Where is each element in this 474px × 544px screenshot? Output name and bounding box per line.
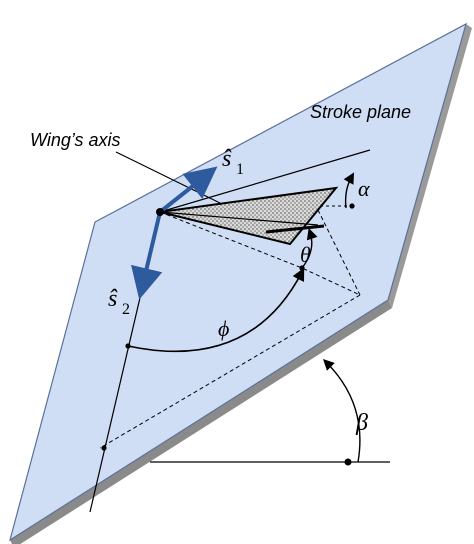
svg-text:1: 1 [236, 161, 244, 178]
beta-arc [323, 359, 361, 463]
theta-arc [301, 228, 318, 269]
stroke-plane-edge-shadow [10, 300, 392, 544]
wing-trailing-thick [265, 224, 325, 234]
s1-vector-arrow [158, 166, 218, 214]
dashed-construction-vertical [317, 209, 361, 296]
svg-text:ŝ: ŝ [108, 286, 118, 312]
s1-label: ŝ 1 [222, 146, 244, 178]
wing-long-axis [159, 149, 371, 213]
theta-label: θ [300, 242, 311, 267]
beta-vertex-dot [344, 458, 352, 466]
dashed-construction-upper [159, 211, 361, 296]
phi-label: ϕ [218, 316, 229, 341]
stroke-plane-edge-shadow-right [388, 24, 472, 308]
alpha-arc [343, 172, 355, 209]
wings-axis-label: Wing’s axis [30, 130, 121, 150]
s2-vector-arrow [131, 211, 163, 300]
phi-arc [127, 267, 305, 353]
svg-text:ŝ: ŝ [222, 146, 232, 172]
wing-chord-line [159, 211, 319, 226]
s2-label: ŝ 2 [108, 286, 130, 318]
svg-text:2: 2 [122, 301, 130, 318]
dashed-construction-lower [99, 294, 361, 449]
stroke-plane-label: Stroke plane [310, 102, 411, 122]
alpha-label: α [358, 176, 370, 201]
beta-label: β [355, 410, 368, 436]
alpha-dot [349, 203, 355, 209]
wing-root-dot [156, 208, 164, 216]
lower-dot [101, 445, 107, 451]
stroke-plane [9, 22, 467, 542]
